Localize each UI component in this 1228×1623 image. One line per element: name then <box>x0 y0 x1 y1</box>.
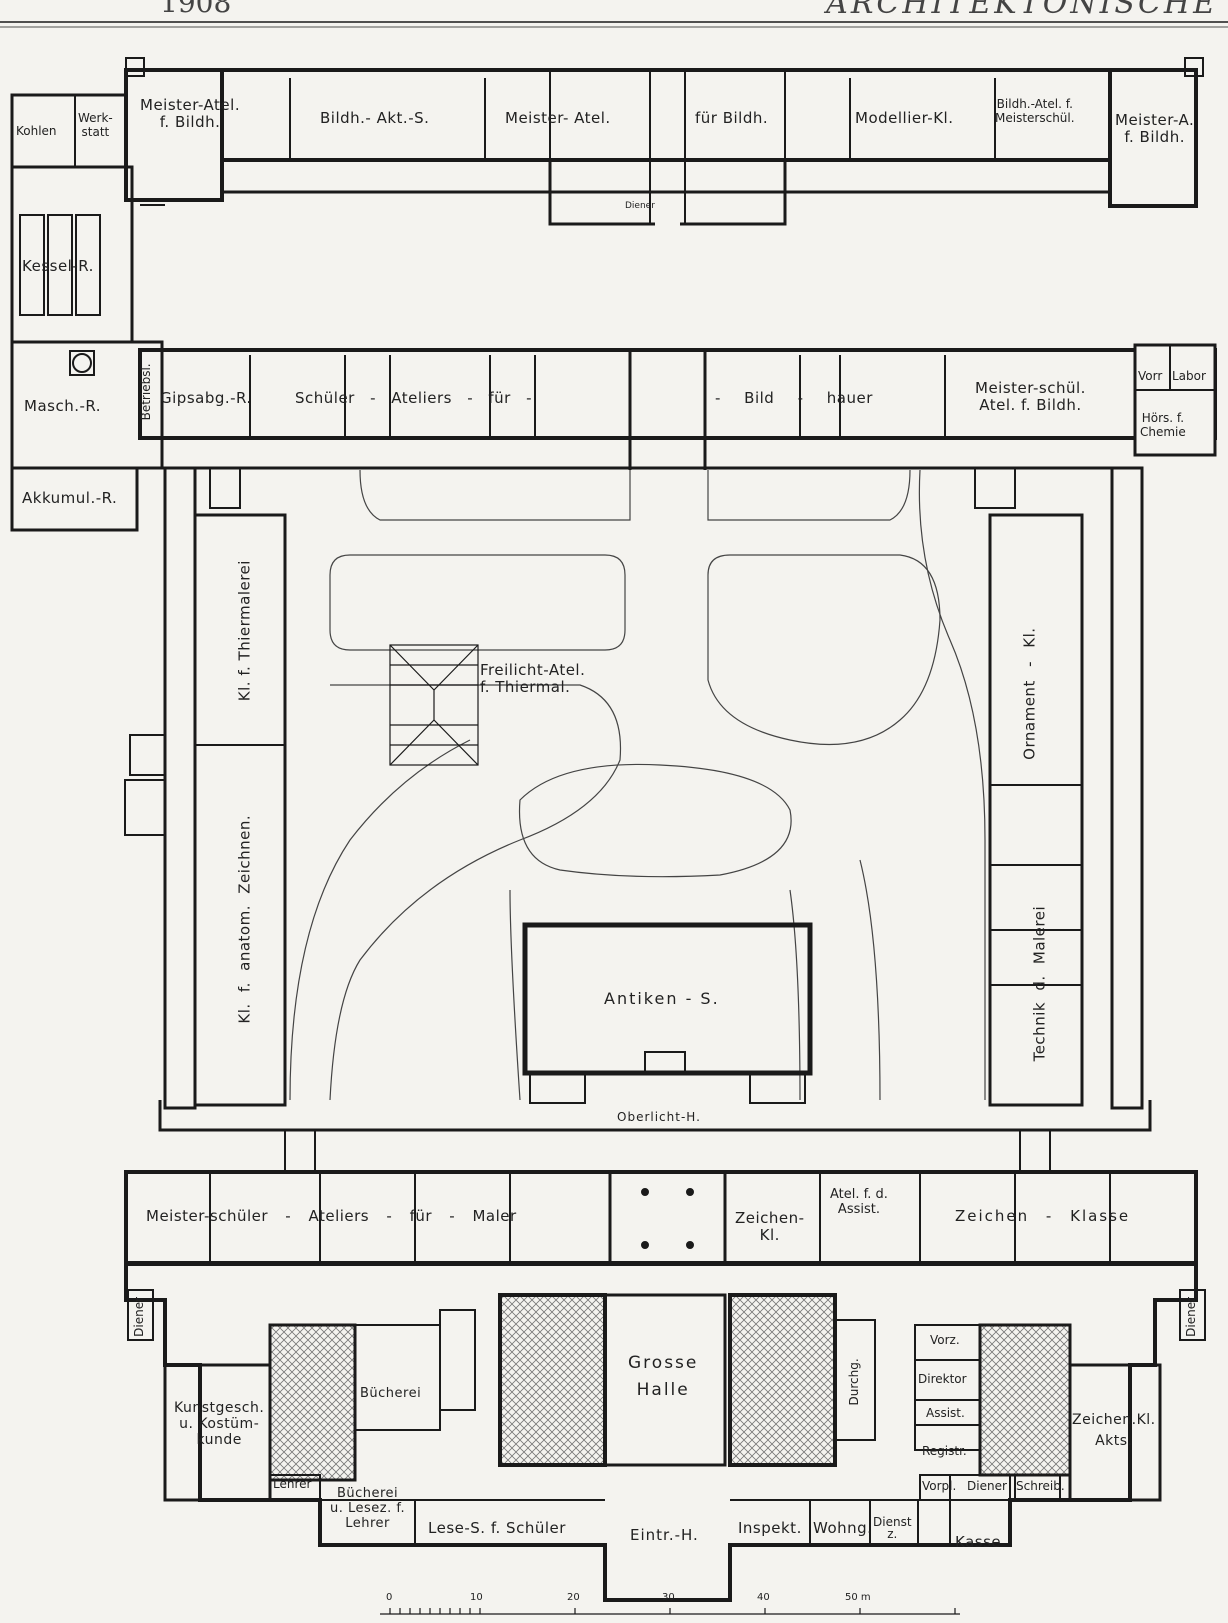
room-atel-assist: Atel. f. d. Assist. <box>830 1187 888 1217</box>
room-schreib: Schreib. <box>1016 1479 1065 1493</box>
room-betriebsl: Betriebsl. <box>139 363 154 421</box>
scale-label-30: 30 <box>662 1592 675 1603</box>
room-durchg: Durchg. <box>847 1358 862 1406</box>
room-oberlicht-h: Oberlicht-H. <box>617 1110 701 1124</box>
scale-label-20: 20 <box>567 1592 580 1603</box>
room-schueler-ateliers: Schüler - Ateliers - für - <box>295 389 533 407</box>
room-eintr-h: Eintr.-H. <box>630 1526 699 1544</box>
room-wohng: Wohng. <box>813 1519 873 1537</box>
room-kunstgesch: Kunstgesch. u. Kostüm- kunde <box>174 1400 265 1449</box>
room-buecherei-lehrer: Bücherei u. Lesez. f. Lehrer <box>330 1486 406 1531</box>
room-masch-r: Masch.-R. <box>24 397 102 415</box>
room-meisterschueler-maler: Meister-schüler - Ateliers - für - Maler <box>146 1207 517 1225</box>
room-grosse-halle: Grosse Halle <box>628 1353 699 1401</box>
room-diener-top: Diener <box>625 201 655 211</box>
front-building <box>124 1130 1206 1602</box>
room-bildh-akt-s: Bildh.- Akt.-S. <box>320 109 430 127</box>
room-diener-right: Diener <box>1184 1296 1199 1337</box>
room-ornament-kl: Ornament - Kl. <box>1020 627 1039 760</box>
room-registr: Registr. <box>922 1444 967 1458</box>
room-vorz: Vorz. <box>930 1333 960 1347</box>
antiken-saal <box>522 922 813 1104</box>
middle-wing <box>138 343 1217 470</box>
room-kl-anatom: Kl. f. anatom. Zeichnen. <box>235 814 254 1024</box>
room-kasse: Kasse <box>955 1533 1002 1551</box>
garden-paths <box>289 469 986 1101</box>
room-buecherei: Bücherei <box>360 1386 422 1401</box>
room-antiken-s: Antiken - S. <box>604 989 720 1008</box>
room-vorr: Vorr <box>1138 369 1163 383</box>
room-diener-left: Diener <box>132 1296 147 1337</box>
room-lese-s-schueler: Lese-S. f. Schüler <box>428 1519 566 1537</box>
room-meister-a-bildh: Meister-A. f. Bildh. <box>1115 111 1195 147</box>
room-labor: Labor <box>1172 369 1206 383</box>
freilicht-pavilion <box>389 644 479 766</box>
scale-label-0: 0 <box>386 1592 393 1603</box>
room-meister-atel-bildh-1: Meister-Atel. f. Bildh. <box>140 96 241 132</box>
room-bildh-atel-meisterschuel: Bildh.-Atel. f. Meisterschül. <box>995 97 1075 125</box>
scale-label-50: 50 m <box>845 1592 871 1603</box>
room-kessel-r: Kessel-R. <box>22 257 94 275</box>
room-akkumul-r: Akkumul.-R. <box>22 489 118 507</box>
room-dienst-z: Dienst z. <box>873 1515 912 1541</box>
room-inspekt: Inspekt. <box>738 1519 802 1537</box>
room-lehrer: Lehrer <box>273 1477 312 1491</box>
room-zeichenkl-akts: Zeichen.Kl. Akts. <box>1072 1412 1156 1449</box>
scale-label-40: 40 <box>757 1592 770 1603</box>
room-hoers-chemie: Hörs. f. Chemie <box>1140 411 1186 439</box>
room-kl-thiermalerei: Kl. f. Thiermalerei <box>235 560 254 702</box>
room-diener-vorpl: Diener <box>967 1479 1007 1493</box>
room-meisterschuel-atel: Meister-schül. Atel. f. Bildh. <box>975 379 1086 415</box>
left-service-block <box>10 93 165 532</box>
room-bildhauer: - Bild - hauer <box>715 389 873 407</box>
room-kohlen: Kohlen <box>16 124 57 138</box>
scale-bar <box>380 1608 960 1615</box>
journal-title: ARCHITEKTONISCHE <box>826 0 1218 21</box>
room-modellier-kl: Modellier-Kl. <box>855 109 954 127</box>
room-technik-malerei: Technik d. Malerei <box>1030 905 1049 1062</box>
room-zeichen-klasse: Zeichen - Klasse <box>955 1207 1131 1225</box>
room-direktor: Direktor <box>918 1372 967 1386</box>
room-vorpl: Vorpl. <box>922 1479 957 1493</box>
page-year: 1908 <box>160 0 232 19</box>
room-assist: Assist. <box>926 1406 965 1420</box>
courtyard-wings <box>124 466 1152 1132</box>
room-freilicht: Freilicht-Atel. f. Thiermal. <box>480 661 586 697</box>
room-gipsabg-r: Gipsabg.-R. <box>160 389 252 407</box>
room-fuer-bildh: für Bildh. <box>695 109 769 127</box>
room-werkstatt: Werk- statt <box>78 111 113 139</box>
room-meister-atel-2: Meister- Atel. <box>505 109 611 127</box>
room-zeichen-kl: Zeichen- Kl. <box>735 1209 805 1245</box>
scale-label-10: 10 <box>470 1592 483 1603</box>
